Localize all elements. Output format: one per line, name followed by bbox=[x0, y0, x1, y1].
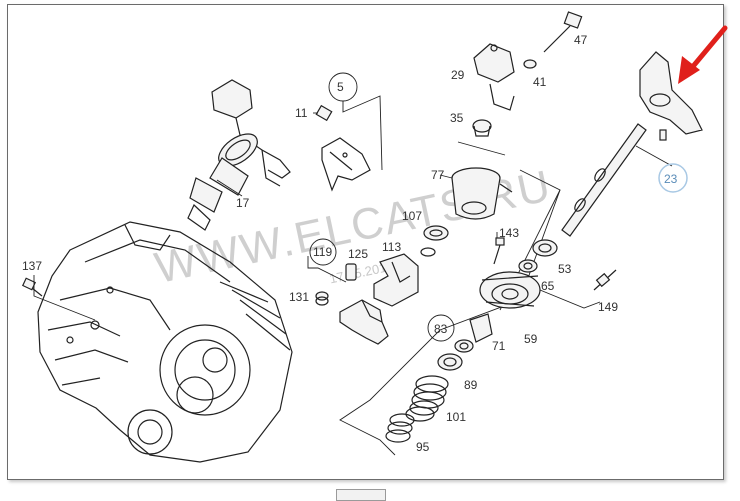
part-23-highlight-circle bbox=[658, 163, 688, 193]
red-arrow-indicator bbox=[678, 25, 728, 84]
part-149-stud bbox=[593, 269, 617, 291]
part-77-sleeve bbox=[451, 167, 513, 220]
callout-101[interactable]: 101 bbox=[446, 410, 466, 424]
shift-shaft bbox=[561, 123, 647, 237]
callout-71[interactable]: 71 bbox=[492, 339, 506, 353]
part-small-ring bbox=[420, 247, 436, 257]
part-137-bolt bbox=[21, 277, 43, 297]
part-35-bushing bbox=[472, 119, 492, 137]
part-11-nut bbox=[315, 104, 333, 122]
part-101-spring bbox=[405, 400, 439, 422]
callout-11[interactable]: 11 bbox=[295, 106, 308, 120]
part-5-bracket bbox=[321, 137, 371, 192]
callout-149[interactable]: 149 bbox=[598, 300, 618, 314]
part-107-washer bbox=[423, 225, 449, 241]
callout-17[interactable]: 17 bbox=[236, 196, 250, 210]
transmission-housing bbox=[37, 221, 293, 463]
callout-131[interactable]: 131 bbox=[289, 290, 309, 304]
part-41-washer bbox=[523, 59, 537, 69]
part-83-ring bbox=[454, 339, 474, 353]
part-131-plug bbox=[315, 291, 329, 306]
callout-23[interactable]: 23 bbox=[664, 172, 678, 186]
part-53-bushing bbox=[532, 239, 558, 257]
callout-77[interactable]: 77 bbox=[431, 168, 445, 182]
part-seal bbox=[437, 353, 463, 371]
callout-107[interactable]: 107 bbox=[402, 209, 422, 223]
callout-35[interactable]: 35 bbox=[450, 111, 464, 125]
callout-113[interactable]: 113 bbox=[382, 240, 401, 254]
part-47-bolt bbox=[543, 11, 583, 53]
callout-89[interactable]: 89 bbox=[464, 378, 478, 392]
callout-83[interactable]: 83 bbox=[434, 322, 448, 336]
callout-53[interactable]: 53 bbox=[558, 262, 572, 276]
part-65-bushing bbox=[518, 259, 538, 273]
callout-29[interactable]: 29 bbox=[451, 68, 465, 82]
callout-59[interactable]: 59 bbox=[524, 332, 538, 346]
part-113-shift-block bbox=[373, 253, 419, 307]
part-125-pin bbox=[345, 263, 357, 281]
bottom-scroll-button[interactable] bbox=[336, 489, 386, 501]
part-89-spring bbox=[411, 375, 449, 409]
part-95-spring bbox=[385, 413, 415, 443]
callout-47[interactable]: 47 bbox=[574, 33, 588, 47]
part-17-selector-housing bbox=[187, 79, 291, 231]
callout-143[interactable]: 143 bbox=[499, 226, 519, 240]
callout-125[interactable]: 125 bbox=[348, 247, 368, 261]
part-71-sleeve bbox=[469, 313, 493, 343]
callout-5[interactable]: 5 bbox=[337, 80, 344, 94]
callout-41[interactable]: 41 bbox=[533, 75, 547, 89]
callout-137[interactable]: 137 bbox=[22, 259, 42, 273]
part-59-cover bbox=[479, 271, 541, 309]
diagram-frame bbox=[7, 4, 724, 480]
callout-95[interactable]: 95 bbox=[416, 440, 430, 454]
part-23-shift-fork[interactable] bbox=[639, 51, 703, 141]
callout-119[interactable]: 119 bbox=[313, 245, 332, 259]
part-selector-lower bbox=[339, 299, 389, 345]
part-143-bolt bbox=[493, 237, 505, 265]
callout-65[interactable]: 65 bbox=[541, 279, 555, 293]
part-29-lever bbox=[473, 43, 515, 111]
